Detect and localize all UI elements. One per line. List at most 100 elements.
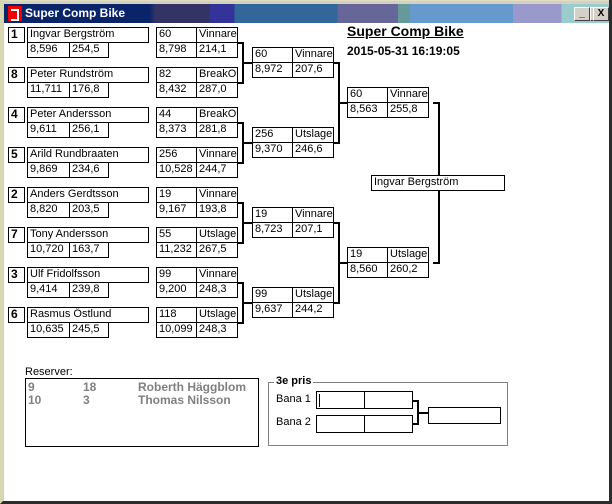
speed-value[interactable]: 260,2 — [387, 262, 429, 278]
bracket-line — [237, 122, 244, 124]
reaction-time[interactable]: 9,869 — [27, 162, 70, 178]
seed-number: 2 — [8, 187, 25, 203]
speed-value[interactable]: 203,5 — [69, 202, 109, 218]
racer-name[interactable]: Arild Rundbraaten — [27, 147, 149, 163]
seed-number: 8 — [8, 67, 25, 83]
bracket-line — [237, 162, 244, 164]
third-place-title: 3e pris — [274, 375, 314, 387]
speed-value[interactable]: 248,3 — [196, 282, 238, 298]
reaction-time[interactable]: 10,635 — [27, 322, 70, 338]
reaction-time[interactable]: 9,637 — [252, 302, 293, 318]
seed-number: 3 — [8, 267, 25, 283]
reaction-time[interactable]: 10,099 — [156, 322, 197, 338]
speed-value[interactable]: 163,7 — [69, 242, 109, 258]
speed-value[interactable]: 193,8 — [196, 202, 238, 218]
bracket-line — [433, 102, 440, 104]
speed-value[interactable]: 244,7 — [196, 162, 238, 178]
reserve-pos: 9 — [28, 380, 35, 394]
speed-value[interactable]: 244,2 — [292, 302, 334, 318]
final-winner[interactable]: Ingvar Bergström — [371, 175, 505, 191]
close-button[interactable]: X — [593, 7, 609, 21]
speed-value[interactable]: 248,3 — [196, 322, 238, 338]
racer-number[interactable]: 82 — [156, 67, 197, 83]
speed-value[interactable]: 207,1 — [292, 222, 334, 238]
bracket-line — [237, 42, 244, 44]
bracket-line — [338, 102, 347, 104]
seed-number: 4 — [8, 107, 25, 123]
third-place-winner[interactable] — [428, 407, 501, 424]
racer-number[interactable]: 118 — [156, 307, 197, 323]
reaction-time[interactable]: 9,200 — [156, 282, 197, 298]
heat-result[interactable]: Vinnare — [292, 207, 334, 223]
bracket-line — [242, 62, 252, 64]
heat-result[interactable]: BreakOut — [196, 107, 238, 123]
third-place-group — [268, 382, 508, 446]
reaction-time[interactable]: 10,528 — [156, 162, 197, 178]
speed-value[interactable]: 267,5 — [196, 242, 238, 258]
speed-value[interactable]: 256,1 — [69, 122, 109, 138]
reaction-time[interactable]: 9,167 — [156, 202, 197, 218]
speed-value[interactable]: 214,1 — [196, 42, 238, 58]
reaction-time[interactable]: 8,820 — [27, 202, 70, 218]
reaction-time[interactable]: 9,611 — [27, 122, 70, 138]
racer-name[interactable]: Ingvar Bergström — [27, 27, 149, 43]
reserve-num: 18 — [83, 380, 97, 394]
speed-value[interactable]: 239,8 — [69, 282, 109, 298]
reserve-pos: 10 — [28, 393, 42, 407]
speed-value[interactable]: 281,8 — [196, 122, 238, 138]
speed-value[interactable]: 255,8 — [387, 102, 429, 118]
heat-result[interactable]: BreakOut — [196, 67, 238, 83]
bracket-line — [417, 412, 428, 414]
racer-number[interactable]: 99 — [252, 287, 293, 303]
speed-value[interactable]: 254,5 — [69, 42, 109, 58]
speed-value[interactable]: 207,6 — [292, 62, 334, 78]
reaction-time[interactable]: 9,370 — [252, 142, 293, 158]
text-caret — [319, 394, 320, 407]
lane1-num-input[interactable] — [316, 391, 365, 409]
heat-result[interactable]: Vinnare — [196, 27, 238, 43]
reaction-time[interactable]: 9,414 — [27, 282, 70, 298]
reaction-time[interactable]: 8,373 — [156, 122, 197, 138]
lane1-result-input[interactable] — [364, 391, 413, 409]
heat-result[interactable]: Utslagen — [196, 307, 238, 323]
bracket-line — [333, 222, 340, 224]
app-icon[interactable] — [8, 6, 22, 21]
bracket-line — [333, 302, 340, 304]
reaction-time[interactable]: 10,720 — [27, 242, 70, 258]
bracket-line — [242, 222, 252, 224]
bracket-line — [237, 82, 244, 84]
seed-number: 1 — [8, 27, 25, 43]
speed-value[interactable]: 245,5 — [69, 322, 109, 338]
page-title: Super Comp Bike — [347, 23, 464, 39]
speed-value[interactable]: 246,6 — [292, 142, 334, 158]
heat-result[interactable]: Vinnare — [196, 267, 238, 283]
reaction-time[interactable]: 8,596 — [27, 42, 70, 58]
heat-result[interactable]: Vinnare — [196, 187, 238, 203]
reaction-time[interactable]: 8,432 — [156, 82, 197, 98]
bracket-line — [237, 202, 244, 204]
minimize-button[interactable]: _ — [574, 7, 590, 21]
speed-value[interactable]: 287,0 — [196, 82, 238, 98]
bracket-line — [333, 142, 340, 144]
speed-value[interactable]: 234,6 — [69, 162, 109, 178]
bracket-line — [338, 262, 347, 264]
heat-result[interactable]: Utslagen — [292, 287, 334, 303]
bracket-line — [242, 302, 252, 304]
racer-number[interactable]: 19 — [252, 207, 293, 223]
reaction-time[interactable]: 8,563 — [347, 102, 388, 118]
lane2-label: Bana 2 — [276, 416, 311, 428]
window-title: Super Comp Bike — [25, 6, 126, 20]
reaction-time[interactable]: 11,711 — [27, 82, 70, 98]
lane2-result-input[interactable] — [364, 415, 413, 433]
reaction-time[interactable]: 8,723 — [252, 222, 293, 238]
bracket-area: Super Comp Bike 2015-05-31 16:19:05 Rese… — [4, 23, 610, 502]
reaction-time[interactable]: 8,560 — [347, 262, 388, 278]
racer-number[interactable]: 99 — [156, 267, 197, 283]
datetime: 2015-05-31 16:19:05 — [347, 44, 460, 58]
reserves-list[interactable]: 9 18 Roberth Häggblom 10 3 Thomas Nilsso… — [25, 378, 259, 447]
racer-number[interactable]: 19 — [347, 247, 388, 263]
racer-number[interactable]: 60 — [347, 87, 388, 103]
seed-number: 6 — [8, 307, 25, 323]
speed-value[interactable]: 176,8 — [69, 82, 109, 98]
